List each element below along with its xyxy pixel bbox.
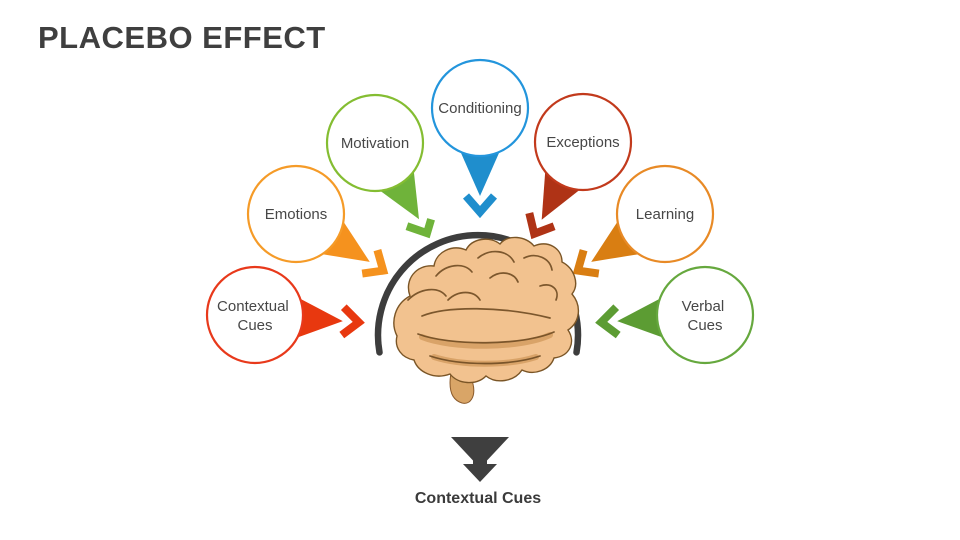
bubble-emotions: Emotions	[246, 164, 389, 278]
bubble-verbal-cues: Verbal Cues	[595, 265, 755, 365]
bubble-label: Verbal Cues	[682, 298, 729, 334]
bubble-circle	[246, 164, 346, 264]
bubble-label: Exceptions	[546, 134, 619, 151]
bubble-motivation: Motivation	[325, 93, 435, 239]
chevron-arrow-icon	[339, 304, 365, 339]
bubble-learning: Learning	[572, 164, 715, 278]
chevron-arrow-icon	[595, 304, 621, 339]
bubble-label: Motivation	[341, 135, 409, 152]
chevron-arrow-icon	[525, 212, 556, 240]
bubble-label: Conditioning	[438, 100, 521, 117]
bubble-label: Emotions	[265, 206, 328, 223]
bubble-exceptions: Exceptions	[525, 92, 633, 240]
bubble-circle	[325, 93, 425, 193]
bubble-circle	[430, 58, 530, 158]
brain-icon	[393, 236, 579, 404]
bubble-circle	[655, 265, 755, 365]
bubble-circle	[205, 265, 305, 365]
chevron-arrow-icon	[462, 193, 498, 219]
chevron-arrow-icon	[405, 218, 435, 239]
bubble-label: Learning	[636, 206, 694, 223]
bubble-label: Contextual Cues	[217, 298, 293, 334]
bubble-circle	[533, 92, 633, 192]
bubble-contextual-cues: Contextual Cues	[205, 265, 365, 365]
brain-gyri	[407, 250, 558, 367]
bubble-conditioning: Conditioning	[430, 58, 530, 219]
bubble-circle	[615, 164, 715, 264]
brain-outline	[393, 236, 579, 384]
chevron-arrow-icon	[572, 249, 600, 278]
bottom-label: Contextual Cues	[415, 490, 541, 507]
down-arrow-icon	[451, 437, 509, 482]
page-title: PLACEBO EFFECT	[38, 20, 326, 55]
chevron-arrow-icon	[361, 249, 389, 278]
